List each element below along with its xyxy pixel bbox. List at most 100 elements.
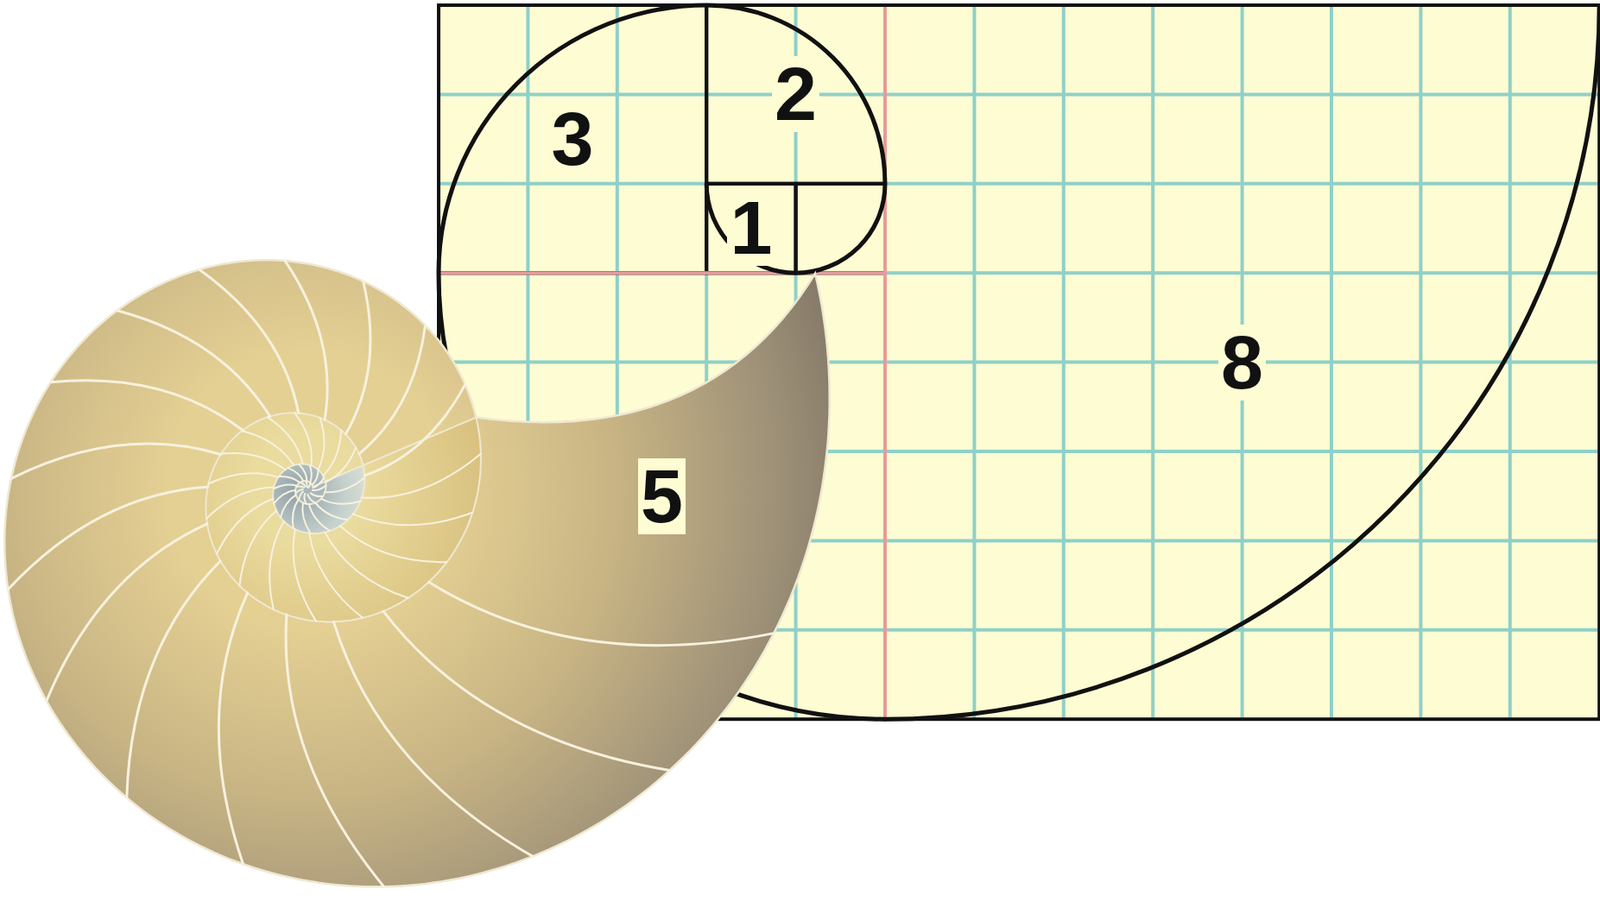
square-number: 2 xyxy=(771,56,820,133)
fibonacci-square: 8 xyxy=(885,5,1600,720)
siphuncle-mark xyxy=(369,0,376,4)
shell-septum xyxy=(309,504,330,532)
shell-septum xyxy=(383,611,671,771)
shell-septum xyxy=(364,384,466,476)
shell-septum xyxy=(269,521,285,610)
square-number: 1 xyxy=(727,189,775,266)
shell-septum xyxy=(218,593,247,865)
shell-septum xyxy=(429,581,775,646)
square-outline xyxy=(706,5,886,184)
shell-septum xyxy=(280,494,297,518)
shell-septum xyxy=(278,476,300,483)
siphuncle-mark xyxy=(470,0,477,4)
shell-septum xyxy=(287,467,304,481)
shell-septum xyxy=(322,430,342,476)
shell-septum xyxy=(117,310,271,418)
shell-septum xyxy=(296,486,304,487)
siphuncle-mark xyxy=(384,0,391,4)
shell-septum xyxy=(241,430,294,466)
shell-septum xyxy=(318,417,325,470)
square-number: 5 xyxy=(638,458,686,535)
shell-septum xyxy=(300,482,306,487)
square-outline xyxy=(438,5,707,273)
shell-whorl xyxy=(4,259,829,887)
siphuncle-mark xyxy=(588,0,595,4)
shell-septum xyxy=(216,499,273,555)
shell-septum xyxy=(353,512,474,526)
siphuncle-mark xyxy=(410,0,417,4)
shell-septum xyxy=(208,473,279,484)
shell-septum xyxy=(303,493,306,505)
fibonacci-square: 2 xyxy=(706,5,886,184)
shell-septum xyxy=(294,412,312,466)
shell-septum xyxy=(321,499,361,505)
shell-septum xyxy=(199,269,299,413)
shell-whorl xyxy=(295,480,326,505)
shell-septum xyxy=(267,417,304,464)
shell-septum xyxy=(312,469,319,485)
shell-septum xyxy=(325,447,356,482)
shell-septum xyxy=(308,482,310,488)
square-number: 8 xyxy=(1218,324,1266,401)
shell-septum xyxy=(340,525,448,563)
shell-septum xyxy=(305,480,308,487)
grid-line xyxy=(438,92,1600,96)
fibonacci-square: 3 xyxy=(438,5,707,273)
shell-septum xyxy=(285,614,385,887)
shell-septum xyxy=(221,453,285,470)
shell-septum xyxy=(361,454,481,499)
shell-septum xyxy=(324,532,409,599)
shell-septum xyxy=(359,325,426,455)
red-rule xyxy=(883,6,887,718)
siphuncle-mark xyxy=(309,0,316,4)
shell-septum xyxy=(273,485,298,490)
siphuncle-mark xyxy=(445,0,452,4)
shell-septum xyxy=(302,503,310,535)
shell-septum xyxy=(333,621,533,857)
shell-septum xyxy=(293,529,317,622)
shell-septum xyxy=(310,493,323,497)
shell-septum xyxy=(273,490,296,504)
fibonacci-square: 5 xyxy=(438,272,886,720)
siphuncle-mark xyxy=(495,0,502,4)
shell-septum xyxy=(309,533,363,619)
grid-line xyxy=(883,5,887,720)
shell-septum xyxy=(46,524,208,702)
siphuncle-mark xyxy=(488,0,495,4)
siphuncle-mark xyxy=(403,0,410,4)
shell-septum xyxy=(284,260,328,420)
shell-septum xyxy=(295,489,304,494)
shell-septum xyxy=(11,443,222,479)
shell-septum xyxy=(313,477,325,488)
shell-whorl xyxy=(205,412,481,622)
shell-septum xyxy=(50,380,244,431)
grid-line xyxy=(438,182,1600,186)
shell-whorl xyxy=(272,464,365,535)
shell-septum xyxy=(309,465,312,483)
siphuncle-mark xyxy=(397,0,404,4)
shell-septum xyxy=(7,486,208,590)
shell-septum xyxy=(312,485,326,491)
shell-septum xyxy=(206,487,274,519)
shell-septum xyxy=(298,492,304,501)
siphuncle-mark xyxy=(354,0,361,4)
siphuncle-mark xyxy=(296,0,303,4)
shell-septum xyxy=(126,561,222,798)
shell-septum xyxy=(307,494,316,504)
shell-septum xyxy=(298,464,307,482)
square-outline xyxy=(885,5,1600,720)
fibonacci-square: 1 xyxy=(706,183,796,273)
siphuncle-mark xyxy=(430,0,437,4)
grid-line xyxy=(438,360,1600,365)
shell-septum xyxy=(315,503,348,521)
shell-septum xyxy=(239,511,277,587)
shell-septum xyxy=(324,477,365,493)
square-number: 3 xyxy=(549,101,597,178)
grid-line xyxy=(438,271,1600,275)
siphuncle-mark xyxy=(645,0,652,4)
shell-septum xyxy=(345,281,371,435)
